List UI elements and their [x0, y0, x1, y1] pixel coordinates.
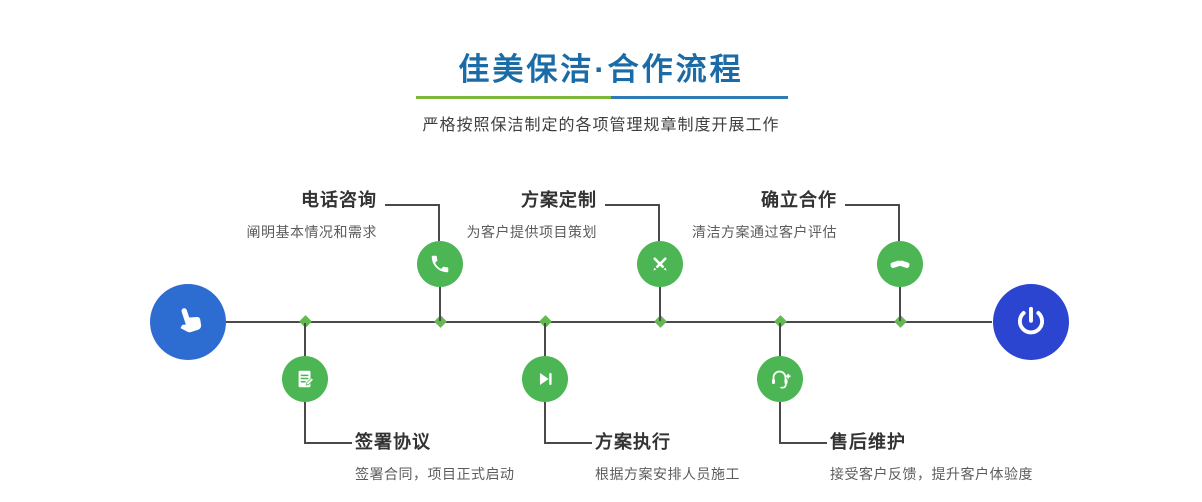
connector-line — [845, 204, 900, 241]
timeline-line — [226, 321, 992, 323]
page-subtitle: 严格按照保洁制定的各项管理规章制度开展工作 — [422, 117, 780, 134]
connector-line — [439, 287, 441, 321]
step-label: 确立合作 — [761, 190, 837, 210]
contract-icon — [298, 370, 314, 388]
step-confirm-coop-label-block: 确立合作 清洁方案通过客户评估 — [587, 186, 837, 242]
step-sign-agreement-node — [282, 356, 328, 402]
design-pen-icon — [653, 257, 667, 271]
step-after-sales-label-block: 售后维护 接受客户反馈，提升客户体验度 — [830, 428, 1130, 484]
step-sign-agreement-label-block: 签署协议 签署合同，项目正式启动 — [355, 428, 655, 484]
step-plan-custom-node — [637, 241, 683, 287]
handshake-icon — [890, 260, 910, 268]
step-phone-consult-node — [417, 241, 463, 287]
step-plan-execute-label-block: 方案执行 根据方案安排人员施工 — [595, 428, 895, 484]
step-desc: 清洁方案通过客户评估 — [692, 224, 837, 240]
step-desc: 根据方案安排人员施工 — [595, 466, 740, 482]
connector-line — [304, 323, 306, 356]
power-icon — [1018, 306, 1044, 335]
connector-line — [605, 204, 660, 241]
connector-line — [779, 323, 781, 356]
step-label: 方案执行 — [595, 432, 671, 452]
connector-line — [385, 204, 440, 241]
step-label: 电话咨询 — [301, 190, 377, 210]
step-confirm-coop-node — [877, 241, 923, 287]
step-plan-execute-node — [522, 356, 568, 402]
step-plan-custom-label-block: 方案定制 为客户提供项目策划 — [347, 186, 597, 242]
step-desc: 阐明基本情况和需求 — [246, 224, 377, 240]
connector-line — [544, 402, 592, 444]
connector-line — [304, 402, 352, 444]
step-phone-consult-label-block: 电话咨询 阐明基本情况和需求 — [127, 186, 377, 242]
step-label: 售后维护 — [830, 432, 906, 452]
page-title: 佳美保洁·合作流程 — [458, 52, 744, 87]
title-divider — [416, 96, 788, 99]
play-icon — [539, 373, 552, 385]
timeline-end-node — [993, 284, 1069, 360]
connector-line — [779, 402, 827, 444]
divider-green-segment — [416, 96, 611, 99]
step-label: 签署协议 — [355, 432, 431, 452]
hand-pointer-icon — [180, 308, 202, 333]
phone-icon — [431, 255, 449, 273]
step-label: 方案定制 — [521, 190, 597, 210]
connector-line — [659, 287, 661, 321]
timeline-start-node — [150, 284, 226, 360]
step-desc: 签署合同，项目正式启动 — [355, 466, 515, 482]
connector-line — [899, 287, 901, 321]
step-desc: 接受客户反馈，提升客户体验度 — [830, 466, 1033, 482]
connector-line — [544, 323, 546, 356]
step-desc: 为客户提供项目策划 — [466, 224, 597, 240]
headset-icon — [772, 370, 791, 389]
divider-blue-segment — [610, 96, 788, 99]
step-after-sales-node — [757, 356, 803, 402]
